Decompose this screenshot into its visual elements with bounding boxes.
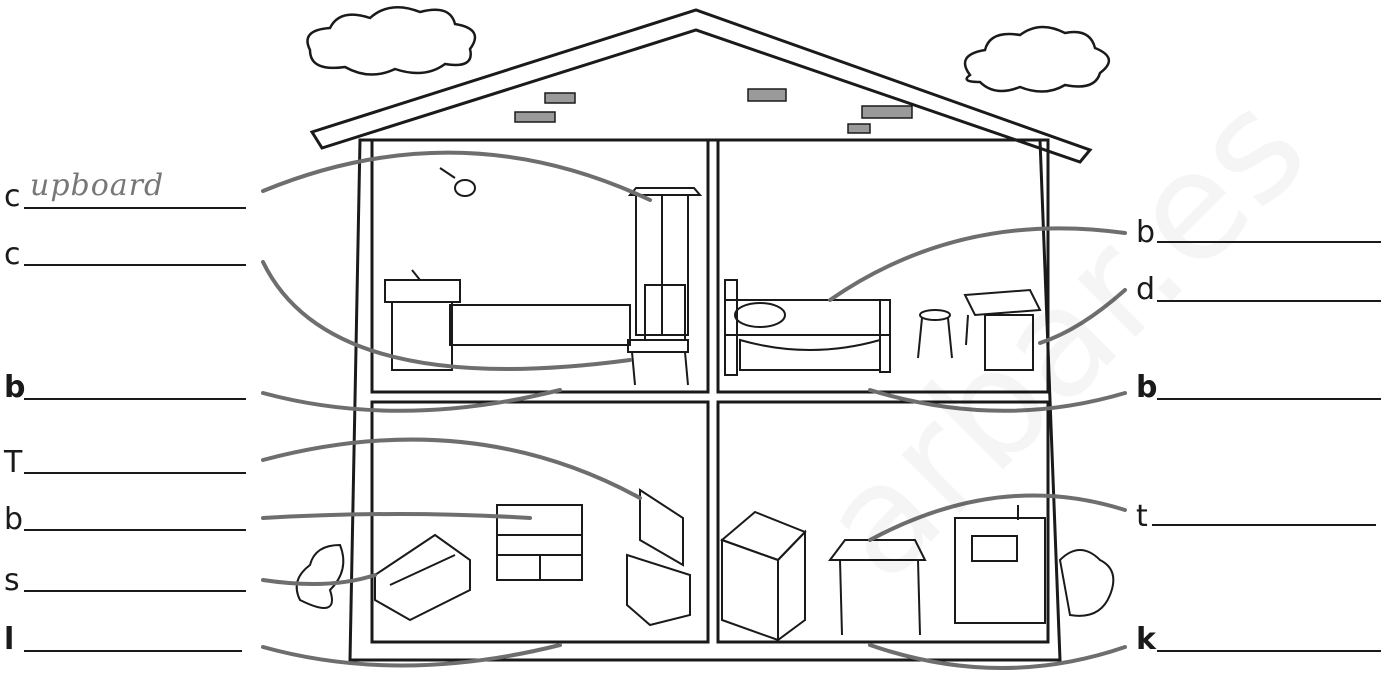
label-letter: c	[4, 182, 21, 212]
answer-line[interactable]	[24, 650, 242, 652]
label-letter: b	[4, 373, 25, 403]
answer-line[interactable]	[24, 398, 246, 400]
written-answer: upboard	[30, 168, 164, 203]
label-letter: s	[4, 566, 20, 596]
connector-line	[263, 440, 640, 498]
label-letter: c	[4, 240, 21, 270]
answer-line[interactable]	[24, 590, 246, 592]
label-letter: d	[1136, 275, 1155, 305]
sink-icon	[385, 270, 460, 370]
connector-line	[263, 514, 530, 518]
connector-line	[263, 575, 375, 584]
tv-icon	[627, 490, 690, 625]
brick	[515, 112, 555, 122]
label-letter: b	[1136, 373, 1157, 403]
sofa-icon	[375, 535, 470, 620]
connector-line	[870, 645, 1125, 668]
answer-line[interactable]	[24, 529, 246, 531]
bush-icon	[297, 545, 1114, 616]
brick	[848, 124, 870, 133]
answer-line[interactable]	[24, 207, 246, 209]
cupboard-icon	[630, 188, 700, 335]
label-letter: k	[1136, 625, 1156, 655]
answer-line[interactable]	[24, 264, 246, 266]
brick	[545, 93, 575, 103]
cloud-right	[965, 27, 1109, 92]
answer-line[interactable]	[24, 472, 246, 474]
brick	[748, 89, 786, 101]
answer-line[interactable]	[1157, 650, 1381, 652]
cooker-icon	[722, 512, 805, 640]
room-bathroom	[372, 140, 708, 392]
connector-line	[263, 645, 560, 666]
label-letter: l	[4, 625, 14, 655]
brick	[862, 106, 912, 118]
label-letter: t	[1136, 502, 1148, 532]
connector-line	[263, 262, 630, 369]
answer-line[interactable]	[1157, 398, 1381, 400]
label-letter: T	[4, 448, 22, 478]
answer-line[interactable]	[1157, 300, 1381, 302]
shower-icon	[440, 168, 475, 196]
answer-line[interactable]	[1157, 241, 1381, 243]
cloud-left	[308, 7, 476, 74]
bed-icon	[725, 280, 890, 375]
bathtub-icon	[450, 305, 630, 345]
label-letter: b	[4, 505, 23, 535]
label-letter: b	[1136, 218, 1155, 248]
answer-line[interactable]	[1152, 524, 1376, 526]
